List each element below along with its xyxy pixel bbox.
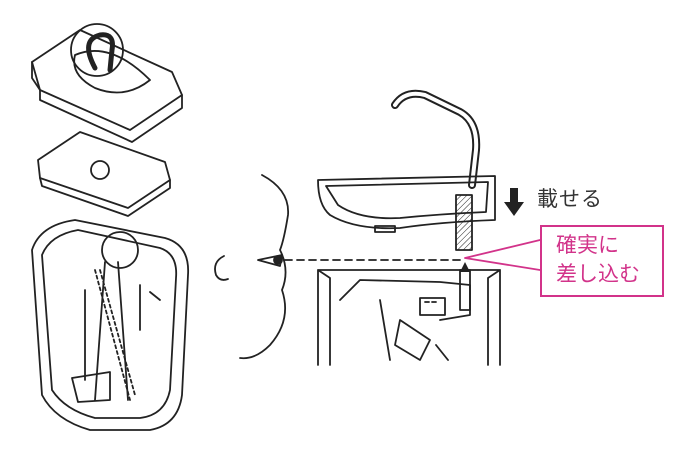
tank-body xyxy=(31,219,189,431)
callout-line-1: 確実に xyxy=(556,233,619,257)
tank-section xyxy=(317,269,501,366)
callout-pointer xyxy=(464,239,541,271)
callout-line-2: 差し込む xyxy=(556,262,640,286)
hand-wash-basin xyxy=(317,89,496,251)
insert-callout: 確実に 差し込む xyxy=(540,225,664,297)
tank-lid-top xyxy=(31,23,183,143)
viewer-face xyxy=(214,174,289,360)
inner-lid xyxy=(37,131,171,217)
place-label: 載せる xyxy=(537,187,603,211)
down-arrow-icon xyxy=(504,188,524,216)
up-arrow-icon xyxy=(460,262,470,272)
